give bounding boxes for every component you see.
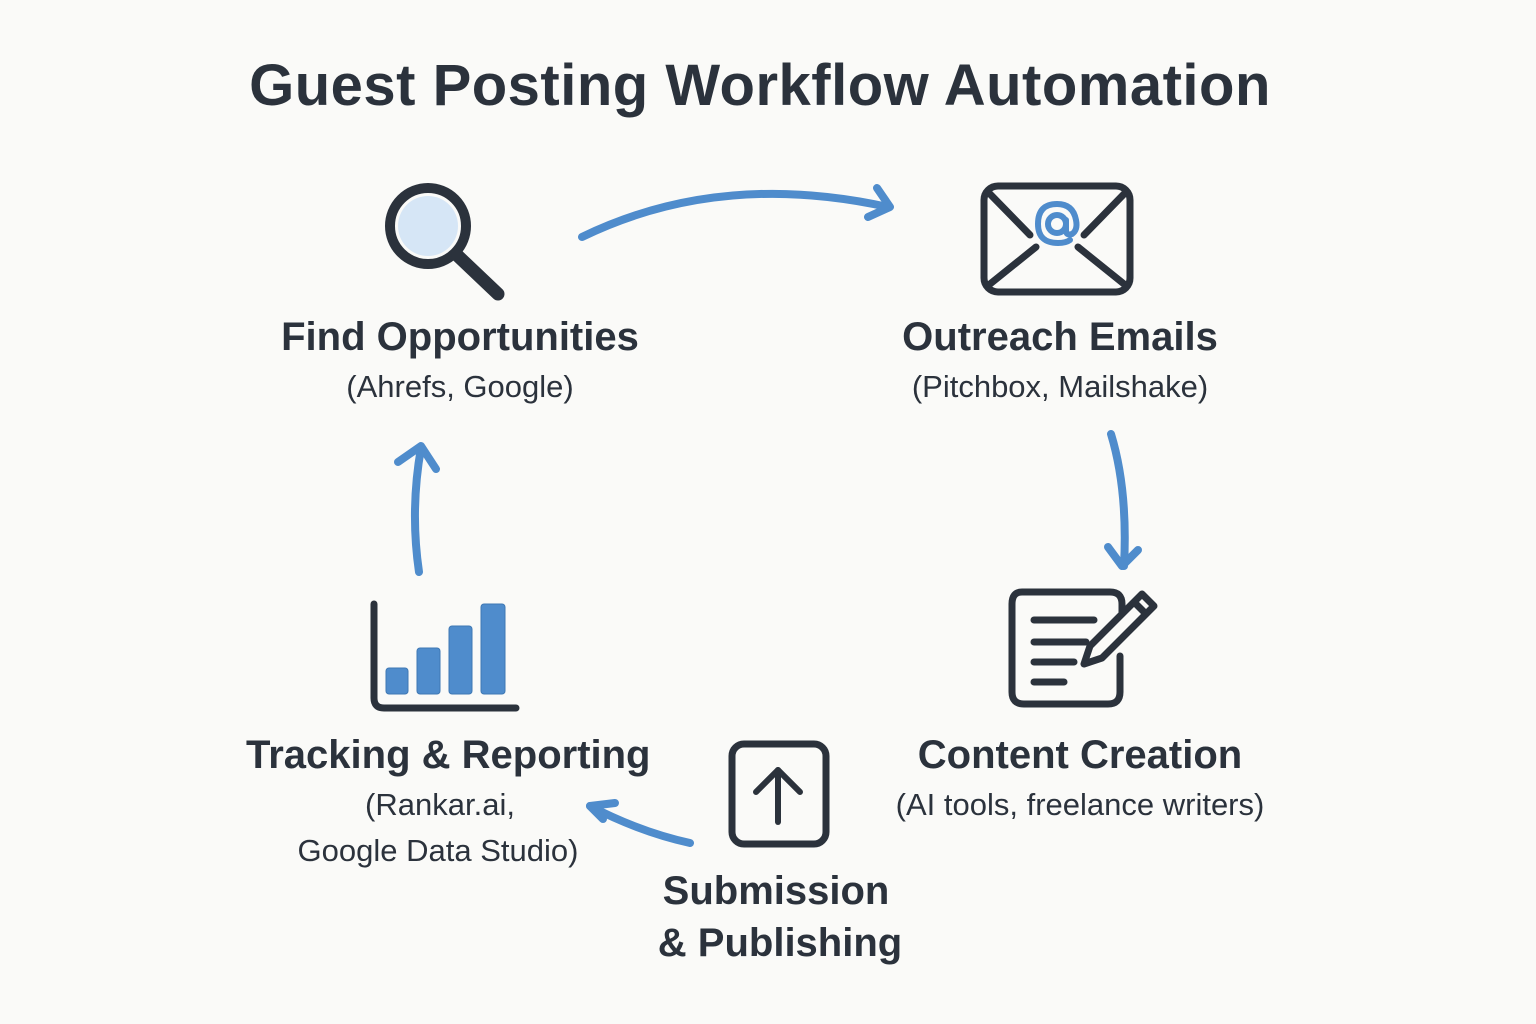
email-envelope-icon	[980, 182, 1134, 296]
arrow-outreach-to-content	[1104, 430, 1142, 570]
at-sign-icon	[1034, 200, 1080, 247]
step-tools-tracking-line2: Google Data Studio)	[297, 833, 579, 868]
magnifying-glass-icon	[385, 183, 505, 301]
upload-arrow-icon	[728, 740, 830, 848]
arrow-submission-to-tracking	[586, 799, 694, 847]
arrow-find-to-outreach	[578, 184, 894, 241]
step-label-find-opportunities: Find Opportunities	[281, 315, 639, 359]
document-pencil-icon	[1008, 588, 1158, 708]
step-tools-tracking-line1: (Rankar.ai,	[365, 787, 515, 822]
step-label-tracking-reporting: Tracking & Reporting	[246, 733, 651, 777]
step-tools-outreach-emails: (Pitchbox, Mailshake)	[911, 369, 1209, 404]
pencil-icon	[1080, 590, 1158, 668]
step-label-outreach-emails: Outreach Emails	[902, 315, 1218, 359]
step-label-content-creation: Content Creation	[917, 733, 1243, 777]
arrow-tracking-to-find	[394, 442, 440, 576]
bar-chart-icon	[370, 600, 520, 712]
step-tools-find-opportunities: (Ahrefs, Google)	[346, 369, 574, 404]
step-label-submission-line2: & Publishing	[657, 921, 903, 965]
diagram-title: Guest Posting Workflow Automation	[249, 53, 1271, 118]
step-tools-content-creation: (AI tools, freelance writers)	[895, 787, 1265, 822]
step-label-submission-line1: Submission	[662, 869, 890, 913]
